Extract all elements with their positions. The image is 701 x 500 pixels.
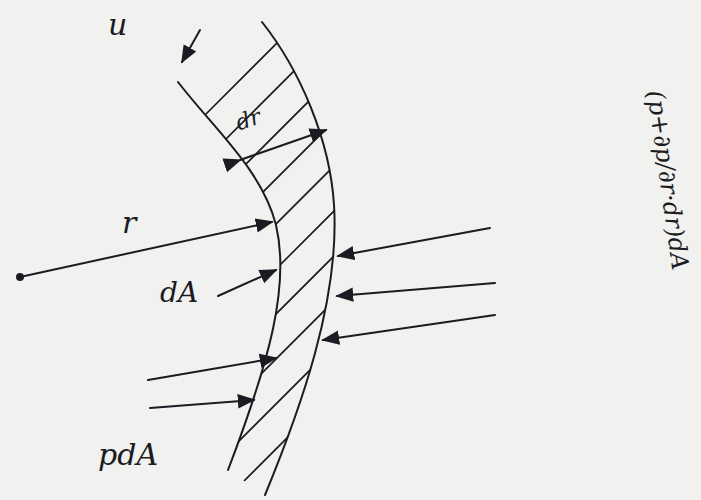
pressure-arrow-inner bbox=[148, 358, 276, 380]
area-label: dA bbox=[160, 278, 198, 309]
inner-streamline bbox=[178, 82, 280, 470]
pressure-arrow-outer bbox=[338, 228, 490, 256]
inner-force-label: pdA bbox=[98, 438, 158, 471]
pressure-arrow-outer bbox=[337, 283, 495, 296]
radius-label: r bbox=[122, 206, 136, 239]
outer-force-label: (p+∂p/∂r·dr)dA bbox=[642, 88, 693, 271]
velocity-label: u bbox=[108, 8, 127, 41]
thickness-dimension bbox=[240, 130, 326, 160]
pressure-arrow-inner bbox=[150, 400, 254, 408]
hatching bbox=[200, 0, 350, 500]
pressure-arrow-outer bbox=[323, 315, 495, 340]
radius-line bbox=[20, 222, 272, 277]
area-leader bbox=[218, 270, 276, 296]
flow-direction-arrow bbox=[182, 30, 200, 62]
thickness-label: dr bbox=[233, 105, 264, 136]
